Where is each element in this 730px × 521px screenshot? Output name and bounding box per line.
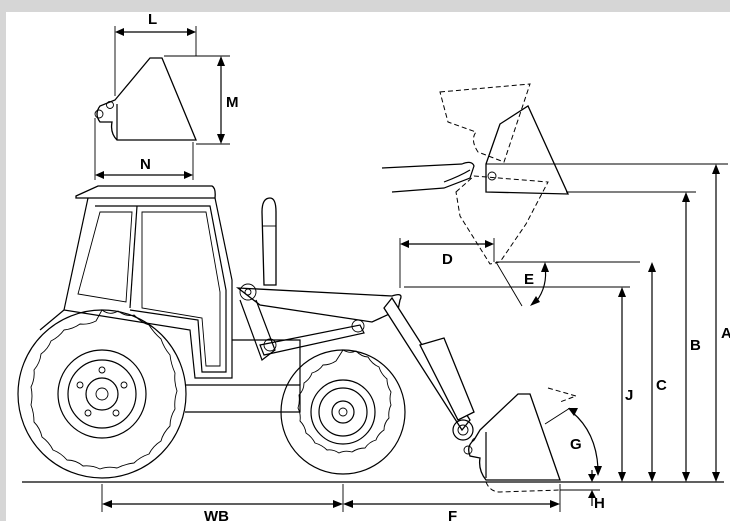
loader-arm xyxy=(235,283,481,447)
label-n: N xyxy=(140,156,151,173)
dimension-d: D xyxy=(399,238,495,288)
rear-wheel xyxy=(17,309,187,479)
front-wheel xyxy=(280,349,406,475)
label-a: A xyxy=(721,325,730,342)
label-d: D xyxy=(442,251,453,268)
dimension-m: M xyxy=(164,55,239,145)
dimension-f: F xyxy=(343,484,561,521)
dimension-j: J xyxy=(618,287,633,482)
label-wb: WB xyxy=(204,508,229,521)
label-f: F xyxy=(448,508,457,521)
dimension-b: B xyxy=(682,192,701,482)
dimension-g: G xyxy=(544,387,602,476)
detached-bucket xyxy=(94,57,197,141)
label-g: G xyxy=(570,436,582,453)
label-e: E xyxy=(524,271,534,288)
dimension-l: L xyxy=(114,11,197,96)
dimension-e: E xyxy=(495,261,640,307)
dimension-h: H xyxy=(560,470,605,512)
label-h: H xyxy=(594,495,605,512)
label-l: L xyxy=(148,11,157,28)
dimension-n: N xyxy=(94,118,194,180)
label-m: M xyxy=(226,94,239,111)
label-b: B xyxy=(690,337,701,354)
dimension-a: A xyxy=(712,164,730,482)
tractor xyxy=(39,185,301,413)
dimension-c: C xyxy=(648,262,667,482)
raised-arm xyxy=(381,83,570,265)
bucket-ground xyxy=(463,393,561,493)
label-j: J xyxy=(625,387,633,404)
dimension-wb: WB xyxy=(101,484,344,521)
label-c: C xyxy=(656,377,667,394)
